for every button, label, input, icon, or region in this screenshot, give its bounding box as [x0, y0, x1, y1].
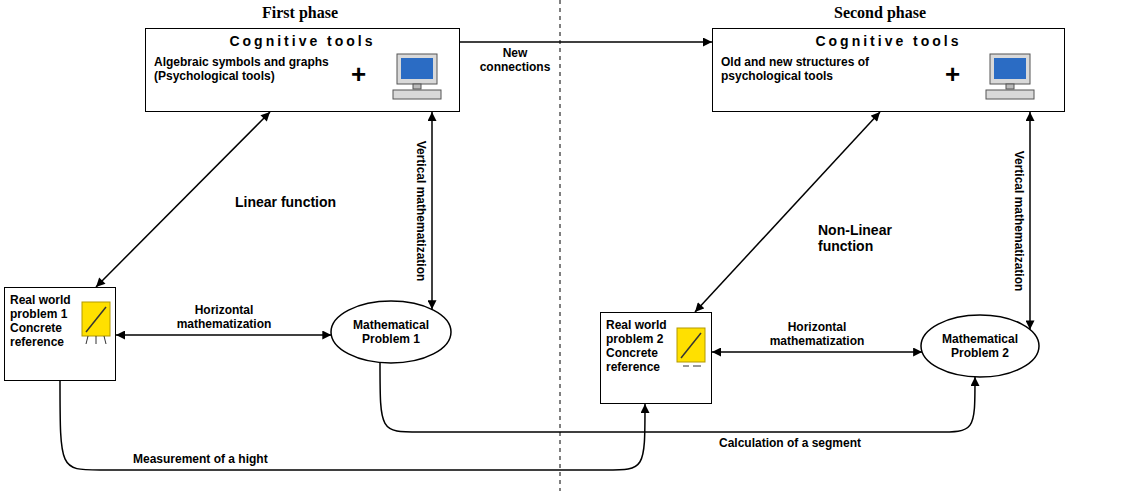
free-label: Non-Linear function	[818, 222, 913, 254]
stand	[1006, 84, 1014, 89]
math-problem-ellipse: Mathematical Problem 1	[330, 300, 452, 364]
phase-divider	[560, 0, 561, 491]
leg	[96, 336, 97, 344]
mark	[683, 366, 689, 367]
slope-line	[681, 333, 701, 358]
connector-label: Horizontal mathematization	[760, 320, 874, 348]
computer-icon	[986, 54, 1034, 99]
connector	[695, 112, 880, 312]
box-body: Algebraic symbols and graphs (Psychologi…	[154, 55, 339, 83]
math-problem-ellipse: Mathematical Problem 2	[920, 314, 1040, 378]
real-world-box: Real world problem 1 Concrete reference	[4, 287, 116, 381]
connector	[712, 351, 922, 353]
computer-icon	[393, 54, 441, 99]
cognitive-tools-box: Cognitive toolsAlgebraic symbols and gra…	[145, 28, 460, 112]
monitor	[990, 54, 1030, 84]
measuring-icon	[677, 328, 705, 366]
box-heading: Cognitive tools	[713, 33, 1064, 49]
ellipse-text: Mathematical Problem 2	[930, 332, 1030, 360]
board	[677, 328, 705, 362]
slope-line	[86, 307, 106, 332]
free-label: Second phase	[834, 4, 926, 22]
free-label: Linear function	[235, 194, 336, 210]
connector	[431, 112, 433, 309]
cognitive-tools-box: Cognitive toolsOld and new structures of…	[712, 28, 1065, 112]
plus-sign: +	[351, 59, 366, 90]
box-text: Real world problem 1 Concrete reference	[10, 293, 80, 349]
screen	[994, 58, 1026, 79]
connector-label: Calculation of a segment	[717, 436, 863, 450]
box-body: Old and new structures of psychological …	[721, 55, 931, 83]
board	[82, 302, 110, 336]
connector	[460, 41, 712, 43]
keyboard	[986, 90, 1034, 99]
screen	[401, 58, 433, 79]
real-world-box: Real world problem 2 Concrete reference	[600, 312, 712, 404]
free-label: First phase	[262, 4, 338, 22]
connector-label: New connections	[473, 46, 557, 74]
connector-label: Vertical mathematization	[414, 139, 428, 284]
plus-sign: +	[945, 59, 960, 90]
box-heading: Cognitive tools	[146, 33, 459, 49]
connector	[1029, 112, 1031, 330]
leg	[104, 336, 106, 344]
ellipse-shape	[921, 315, 1039, 377]
connector	[380, 362, 975, 432]
connector	[60, 381, 645, 470]
monitor	[397, 54, 437, 84]
measuring-icon	[82, 302, 110, 344]
mark	[693, 366, 701, 367]
box-text: Real world problem 2 Concrete reference	[606, 318, 676, 374]
ellipse-text: Mathematical Problem 1	[340, 318, 442, 346]
connector-label: Vertical mathematization	[1012, 149, 1026, 294]
leg	[86, 336, 88, 344]
connector	[116, 334, 331, 336]
connector-label: Horizontal mathematization	[167, 303, 281, 331]
ellipse-shape	[331, 301, 451, 363]
keyboard	[393, 90, 441, 99]
stand	[413, 84, 421, 89]
connector-label: Measurement of a hight	[131, 452, 270, 466]
